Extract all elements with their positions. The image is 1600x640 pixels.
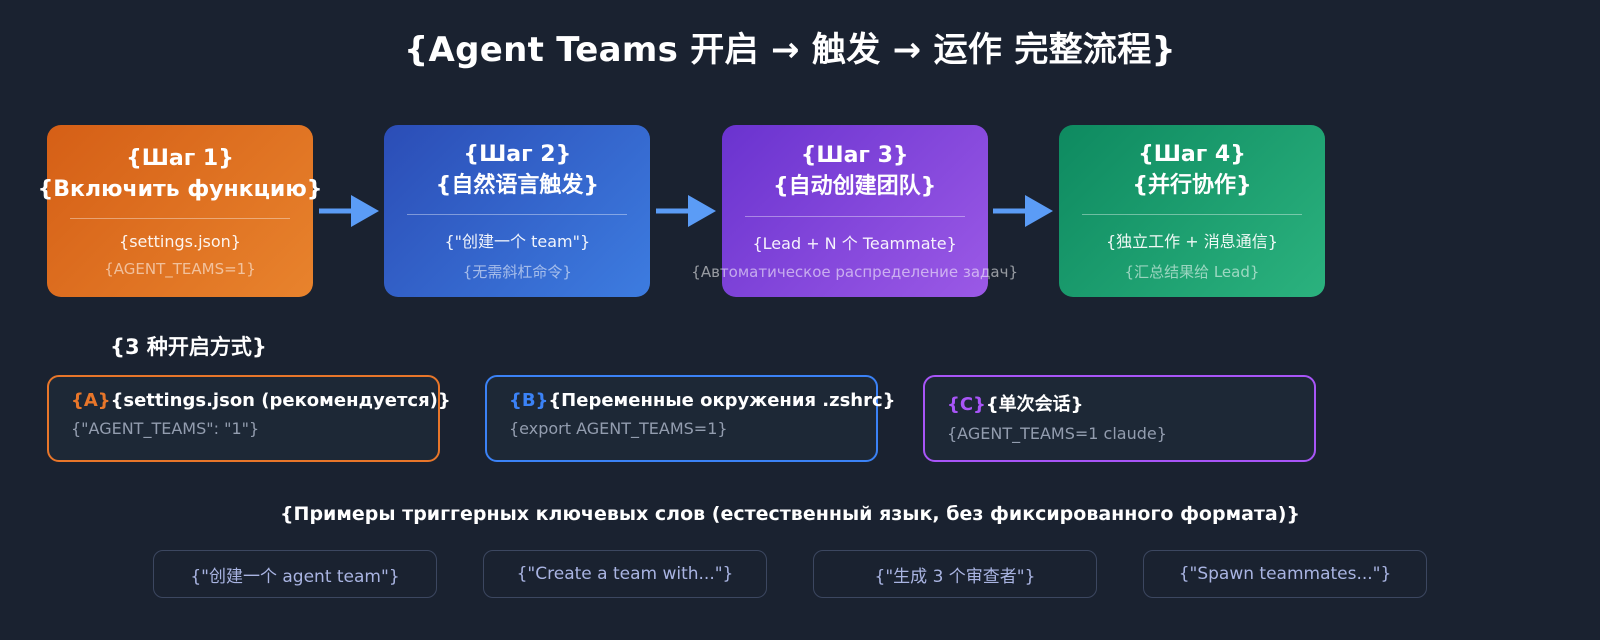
- method-title: {A}{settings.json (рекомендуется)}: [71, 390, 451, 411]
- step-card-4: {Шаг 4} {并行协作} {独立工作 + 消息通信} {汇总结果给 Lead…: [1058, 125, 1325, 297]
- divider: [1081, 214, 1302, 216]
- methods-heading: {3 种开启方式}: [110, 335, 267, 359]
- divider: [744, 215, 965, 217]
- triggers-row: {"创建一个 agent team"} {"Create a team with…: [0, 550, 1580, 598]
- arrow-right-icon: [650, 193, 721, 229]
- step-subtitle: {自然语言触发}: [435, 172, 599, 198]
- step-detail-1: {Lead + N 个 Teammate}: [752, 233, 957, 253]
- step-detail-1: {"创建一个 team"}: [444, 232, 591, 252]
- step-title: {Шаг 1}: [126, 145, 234, 171]
- step-detail-2: {AGENT_TEAMS=1}: [104, 260, 256, 279]
- trigger-example-1: {"创建一个 agent team"}: [153, 550, 437, 598]
- method-badge: {B}: [509, 390, 549, 411]
- step-title: {Шаг 2}: [463, 141, 572, 167]
- method-badge: {C}: [947, 394, 986, 415]
- step-detail-2: {Автоматическое распределение задач}: [691, 262, 1019, 281]
- arrow-right-icon: [988, 193, 1059, 229]
- arrow-right-icon: [313, 193, 384, 229]
- method-code: {"AGENT_TEAMS": "1"}: [71, 419, 260, 438]
- step-detail-2: {汇总结果给 Lead}: [1124, 263, 1260, 282]
- method-card-a: {A}{settings.json (рекомендуется)} {"AGE…: [47, 375, 451, 462]
- step-subtitle: {自动创建团队}: [772, 174, 937, 199]
- trigger-example-4: {"Spawn teammates..."}: [1143, 550, 1427, 598]
- step-subtitle: {Включить функцию}: [37, 176, 323, 202]
- trigger-example-2: {"Create a team with..."}: [483, 550, 767, 598]
- methods-row: {A}{settings.json (рекомендуется)} {"AGE…: [47, 375, 1316, 462]
- method-code: {AGENT_TEAMS=1 claude}: [947, 424, 1167, 443]
- triggers-heading: {Примеры триггерных ключевых слов (естес…: [280, 503, 1300, 525]
- step-card-3: {Шаг 3} {自动创建团队} {Lead + N 个 Teammate} {…: [691, 125, 1018, 297]
- method-title-text: {Переменные окружения .zshrc}: [548, 390, 896, 411]
- divider: [407, 214, 628, 216]
- method-card-c: {C}{单次会话} {AGENT_TEAMS=1 claude}: [923, 375, 1316, 462]
- step-title: {Шаг 4}: [1138, 141, 1246, 167]
- trigger-example-3: {"生成 3 个审查者"}: [813, 550, 1097, 598]
- step-detail-1: {settings.json}: [119, 232, 241, 252]
- method-title: {C}{单次会话}: [947, 390, 1292, 416]
- step-card-1: {Шаг 1} {Включить функцию} {settings.jso…: [38, 125, 322, 297]
- method-title-text: {单次会话}: [985, 394, 1084, 415]
- method-code: {export AGENT_TEAMS=1}: [509, 419, 728, 438]
- method-badge: {A}: [71, 390, 111, 411]
- method-title: {B}{Переменные окружения .zshrc}: [509, 390, 895, 411]
- step-detail-1: {独立工作 + 消息通信}: [1106, 232, 1278, 252]
- page-title: {Agent Teams 开启 → 触发 → 运作 完整流程}: [403, 30, 1177, 70]
- method-title-text: {settings.json (рекомендуется)}: [110, 390, 451, 411]
- step-subtitle: {并行协作}: [1132, 172, 1252, 198]
- divider: [70, 218, 290, 220]
- step-flow: {Шаг 1} {Включить функцию} {settings.jso…: [38, 125, 1325, 297]
- method-card-b: {B}{Переменные окружения .zshrc} {export…: [485, 375, 895, 462]
- step-title: {Шаг 3}: [800, 143, 909, 169]
- step-detail-2: {无需斜杠命令}: [462, 263, 572, 282]
- step-card-2: {Шаг 2} {自然语言触发} {"创建一个 team"} {无需斜杠命令}: [384, 125, 651, 297]
